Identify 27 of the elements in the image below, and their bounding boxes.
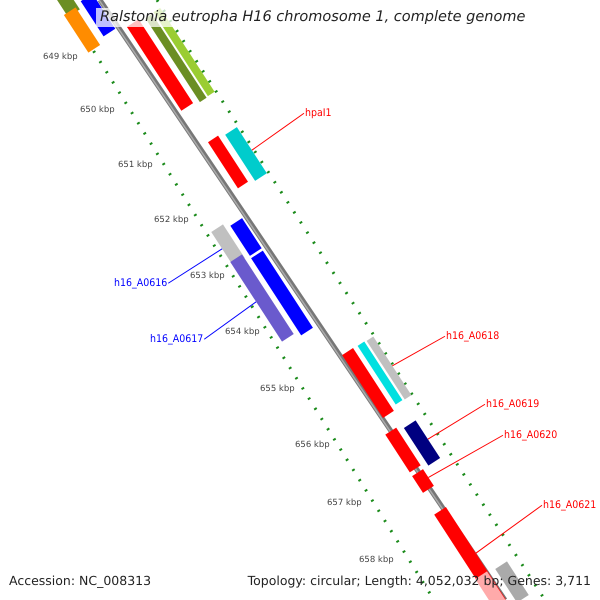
footer-text: Accession: NC_008313 xyxy=(9,575,152,588)
tick-label: 653 kbp xyxy=(190,272,225,280)
leader-line xyxy=(475,504,542,554)
tick-label: 654 kbp xyxy=(225,328,260,336)
gene-label: h16_A0617 xyxy=(150,334,204,344)
leader-line xyxy=(392,336,446,366)
tick-label: 651 kbp xyxy=(118,161,153,170)
tick-label: 657 kbp xyxy=(327,499,362,508)
gene-label: h16_A0616 xyxy=(114,278,168,288)
leader-line xyxy=(427,404,486,440)
tick-label: 658 kbp xyxy=(359,556,394,564)
gene-label: h16_A0621 xyxy=(543,500,596,510)
tick-label: 656 kbp xyxy=(295,441,330,450)
leader-line xyxy=(204,301,257,340)
gene-label: h16_A0620 xyxy=(504,430,558,440)
leader-line xyxy=(428,434,504,478)
tick-label: 652 kbp xyxy=(154,216,189,224)
gene-block xyxy=(412,469,434,493)
gene-block xyxy=(230,218,262,256)
tick-label: 649 kbp xyxy=(43,53,78,62)
gene-label: h16_A0619 xyxy=(486,399,540,410)
tick-label: 650 kbp xyxy=(80,106,115,114)
leader-line xyxy=(251,112,304,151)
gene-label: h16_A0618 xyxy=(446,331,500,342)
gene-label: hpaI1 xyxy=(305,108,332,118)
tick-label: 655 kbp xyxy=(260,385,295,394)
leader-line xyxy=(168,248,223,284)
